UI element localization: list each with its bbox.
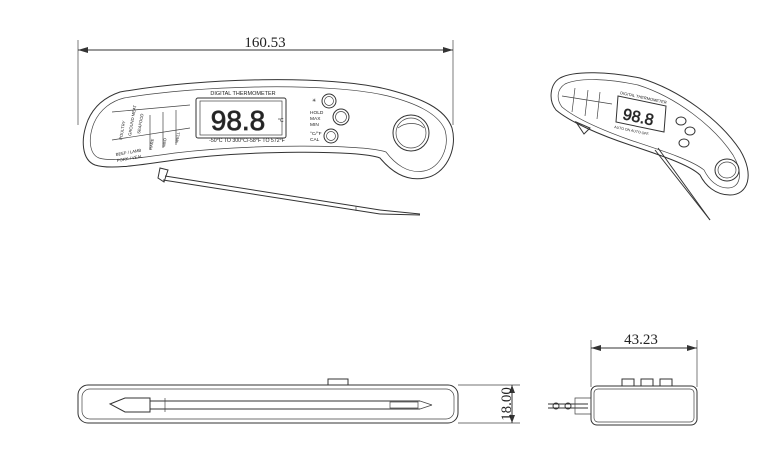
side-view: 18.00 — [77, 378, 520, 424]
doneness-chart: POULTRY GROUND MEAT SEAFOOD BEEF / LAMB … — [111, 104, 191, 163]
hold-label: HOLD — [310, 110, 324, 116]
end-body — [590, 385, 698, 426]
perspective-view: DIGITAL THERMOMETER 98.8 AUTO ON AUTO OF… — [550, 72, 749, 221]
side-body — [77, 384, 459, 424]
max-label: MAX — [310, 116, 321, 122]
perspective-body — [550, 72, 749, 196]
range-text: -50°C TO 300°C/-58°F TO 572°F — [209, 138, 285, 144]
label-med: MED — [161, 137, 167, 147]
top-button[interactable] — [321, 93, 337, 109]
probe — [157, 167, 421, 216]
min-label: MIN — [310, 122, 319, 128]
lcd-unit: °C — [278, 118, 284, 124]
end-button-3[interactable] — [659, 378, 673, 387]
perspective-display — [615, 95, 667, 133]
backlight-icon: ✳ — [312, 98, 316, 104]
end-button-1[interactable] — [621, 378, 635, 387]
label-seafood: SEAFOOD — [136, 113, 144, 134]
perspective-button-2[interactable] — [684, 126, 696, 136]
top-view: 160.53 DIGITAL THERMOMETER 98.8 °C -50°C… — [77, 35, 454, 216]
width-value: 43.23 — [624, 332, 658, 348]
length-value: 160.53 — [244, 35, 285, 51]
hold-button[interactable] — [332, 108, 350, 126]
perspective-hole — [714, 158, 740, 182]
thermometer-body-outline — [82, 79, 454, 180]
perspective-range: AUTO ON AUTO OFF — [614, 125, 650, 136]
width-dimension: 43.23 — [590, 332, 698, 387]
cal-label: CAL — [310, 137, 320, 143]
thickness-value: 18.00 — [499, 387, 515, 421]
end-view: 43.23 — [548, 332, 698, 426]
label-rare: RARE — [148, 138, 155, 150]
device-title: DIGITAL THERMOMETER — [210, 91, 275, 97]
lcd-display — [195, 97, 287, 139]
label-beef-lamb: BEEF / LAMB — [115, 148, 142, 157]
label-ground-meat: GROUND MEAT — [127, 104, 137, 136]
perspective-button-1[interactable] — [675, 116, 687, 126]
perspective-button-3[interactable] — [678, 138, 690, 148]
perspective-reading: 98.8 — [621, 106, 655, 129]
lcd-reading: 98.8 — [211, 105, 266, 136]
thickness-dimension: 18.00 — [458, 384, 520, 424]
side-button[interactable] — [327, 378, 349, 386]
label-pork-veal: PORK / VEAL — [116, 153, 143, 163]
hanging-hole — [392, 114, 430, 152]
label-well: WELL — [174, 131, 181, 143]
label-poultry: POULTRY — [118, 120, 126, 140]
length-dimension: 160.53 — [77, 35, 454, 125]
unit-label: °C/°F — [310, 131, 322, 137]
end-button-2[interactable] — [640, 378, 654, 387]
unit-button[interactable] — [323, 128, 339, 144]
perspective-probe — [654, 149, 711, 221]
